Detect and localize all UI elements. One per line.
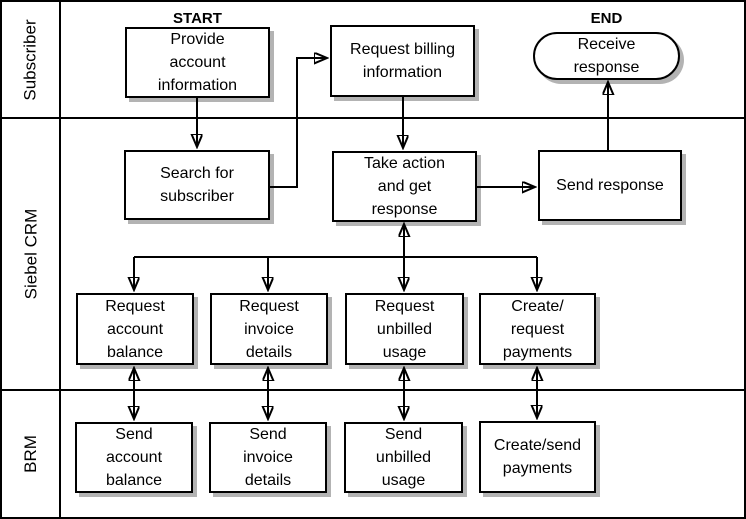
node-create-send-payments-label: Create/send payments [493, 437, 582, 477]
node-search-for-subscriber: Search for subscriber [124, 150, 270, 220]
node-request-billing-information: Request billing information [330, 25, 475, 97]
lane-brm: BRM [2, 390, 60, 517]
lane-subscriber: Subscriber [2, 2, 60, 118]
arrow-search-to-request-billing [270, 58, 327, 188]
node-search-for-subscriber-label: Search for subscriber [160, 165, 234, 205]
node-request-billing-information-label: Request billing information [350, 41, 455, 81]
node-take-action-and-get-response-label: Take action and get response [364, 155, 445, 218]
node-send-unbilled-usage: Send unbilled usage [344, 422, 463, 493]
lane-subscriber-label: Subscriber [21, 19, 41, 101]
node-send-unbilled-usage-label: Send unbilled usage [375, 426, 432, 489]
lane-siebel-crm: Siebel CRM [2, 118, 60, 390]
node-request-unbilled-usage-label: Request unbilled usage [374, 297, 435, 361]
end-marker: END [590, 10, 623, 27]
node-receive-response: Receive response [533, 32, 680, 80]
node-send-response-label: Send response [556, 177, 664, 194]
start-marker: START [173, 10, 222, 27]
node-create-request-payments-label: Create/ request payments [502, 297, 573, 361]
node-request-invoice-details-label: Request invoice details [239, 297, 299, 361]
node-send-account-balance: Send account balance [75, 422, 193, 493]
node-send-invoice-details: Send invoice details [209, 422, 327, 493]
node-request-account-balance: Request account balance [76, 293, 194, 365]
lane-brm-label: BRM [21, 434, 40, 473]
node-create-send-payments: Create/send payments [479, 421, 596, 493]
node-send-response: Send response [538, 150, 682, 221]
node-provide-account-information: Provide account information [125, 27, 270, 98]
node-request-unbilled-usage: Request unbilled usage [345, 293, 464, 365]
node-request-account-balance-label: Request account balance [105, 297, 165, 361]
node-create-request-payments: Create/ request payments [479, 293, 596, 365]
node-request-invoice-details: Request invoice details [210, 293, 328, 365]
node-provide-account-information-label: Provide account information [157, 31, 238, 94]
node-send-account-balance-label: Send account balance [105, 426, 163, 489]
lane-siebel-crm-label: Siebel CRM [21, 208, 41, 300]
node-take-action-and-get-response: Take action and get response [332, 151, 477, 222]
node-receive-response-label: Receive response [573, 36, 640, 76]
node-send-invoice-details-label: Send invoice details [243, 426, 293, 489]
